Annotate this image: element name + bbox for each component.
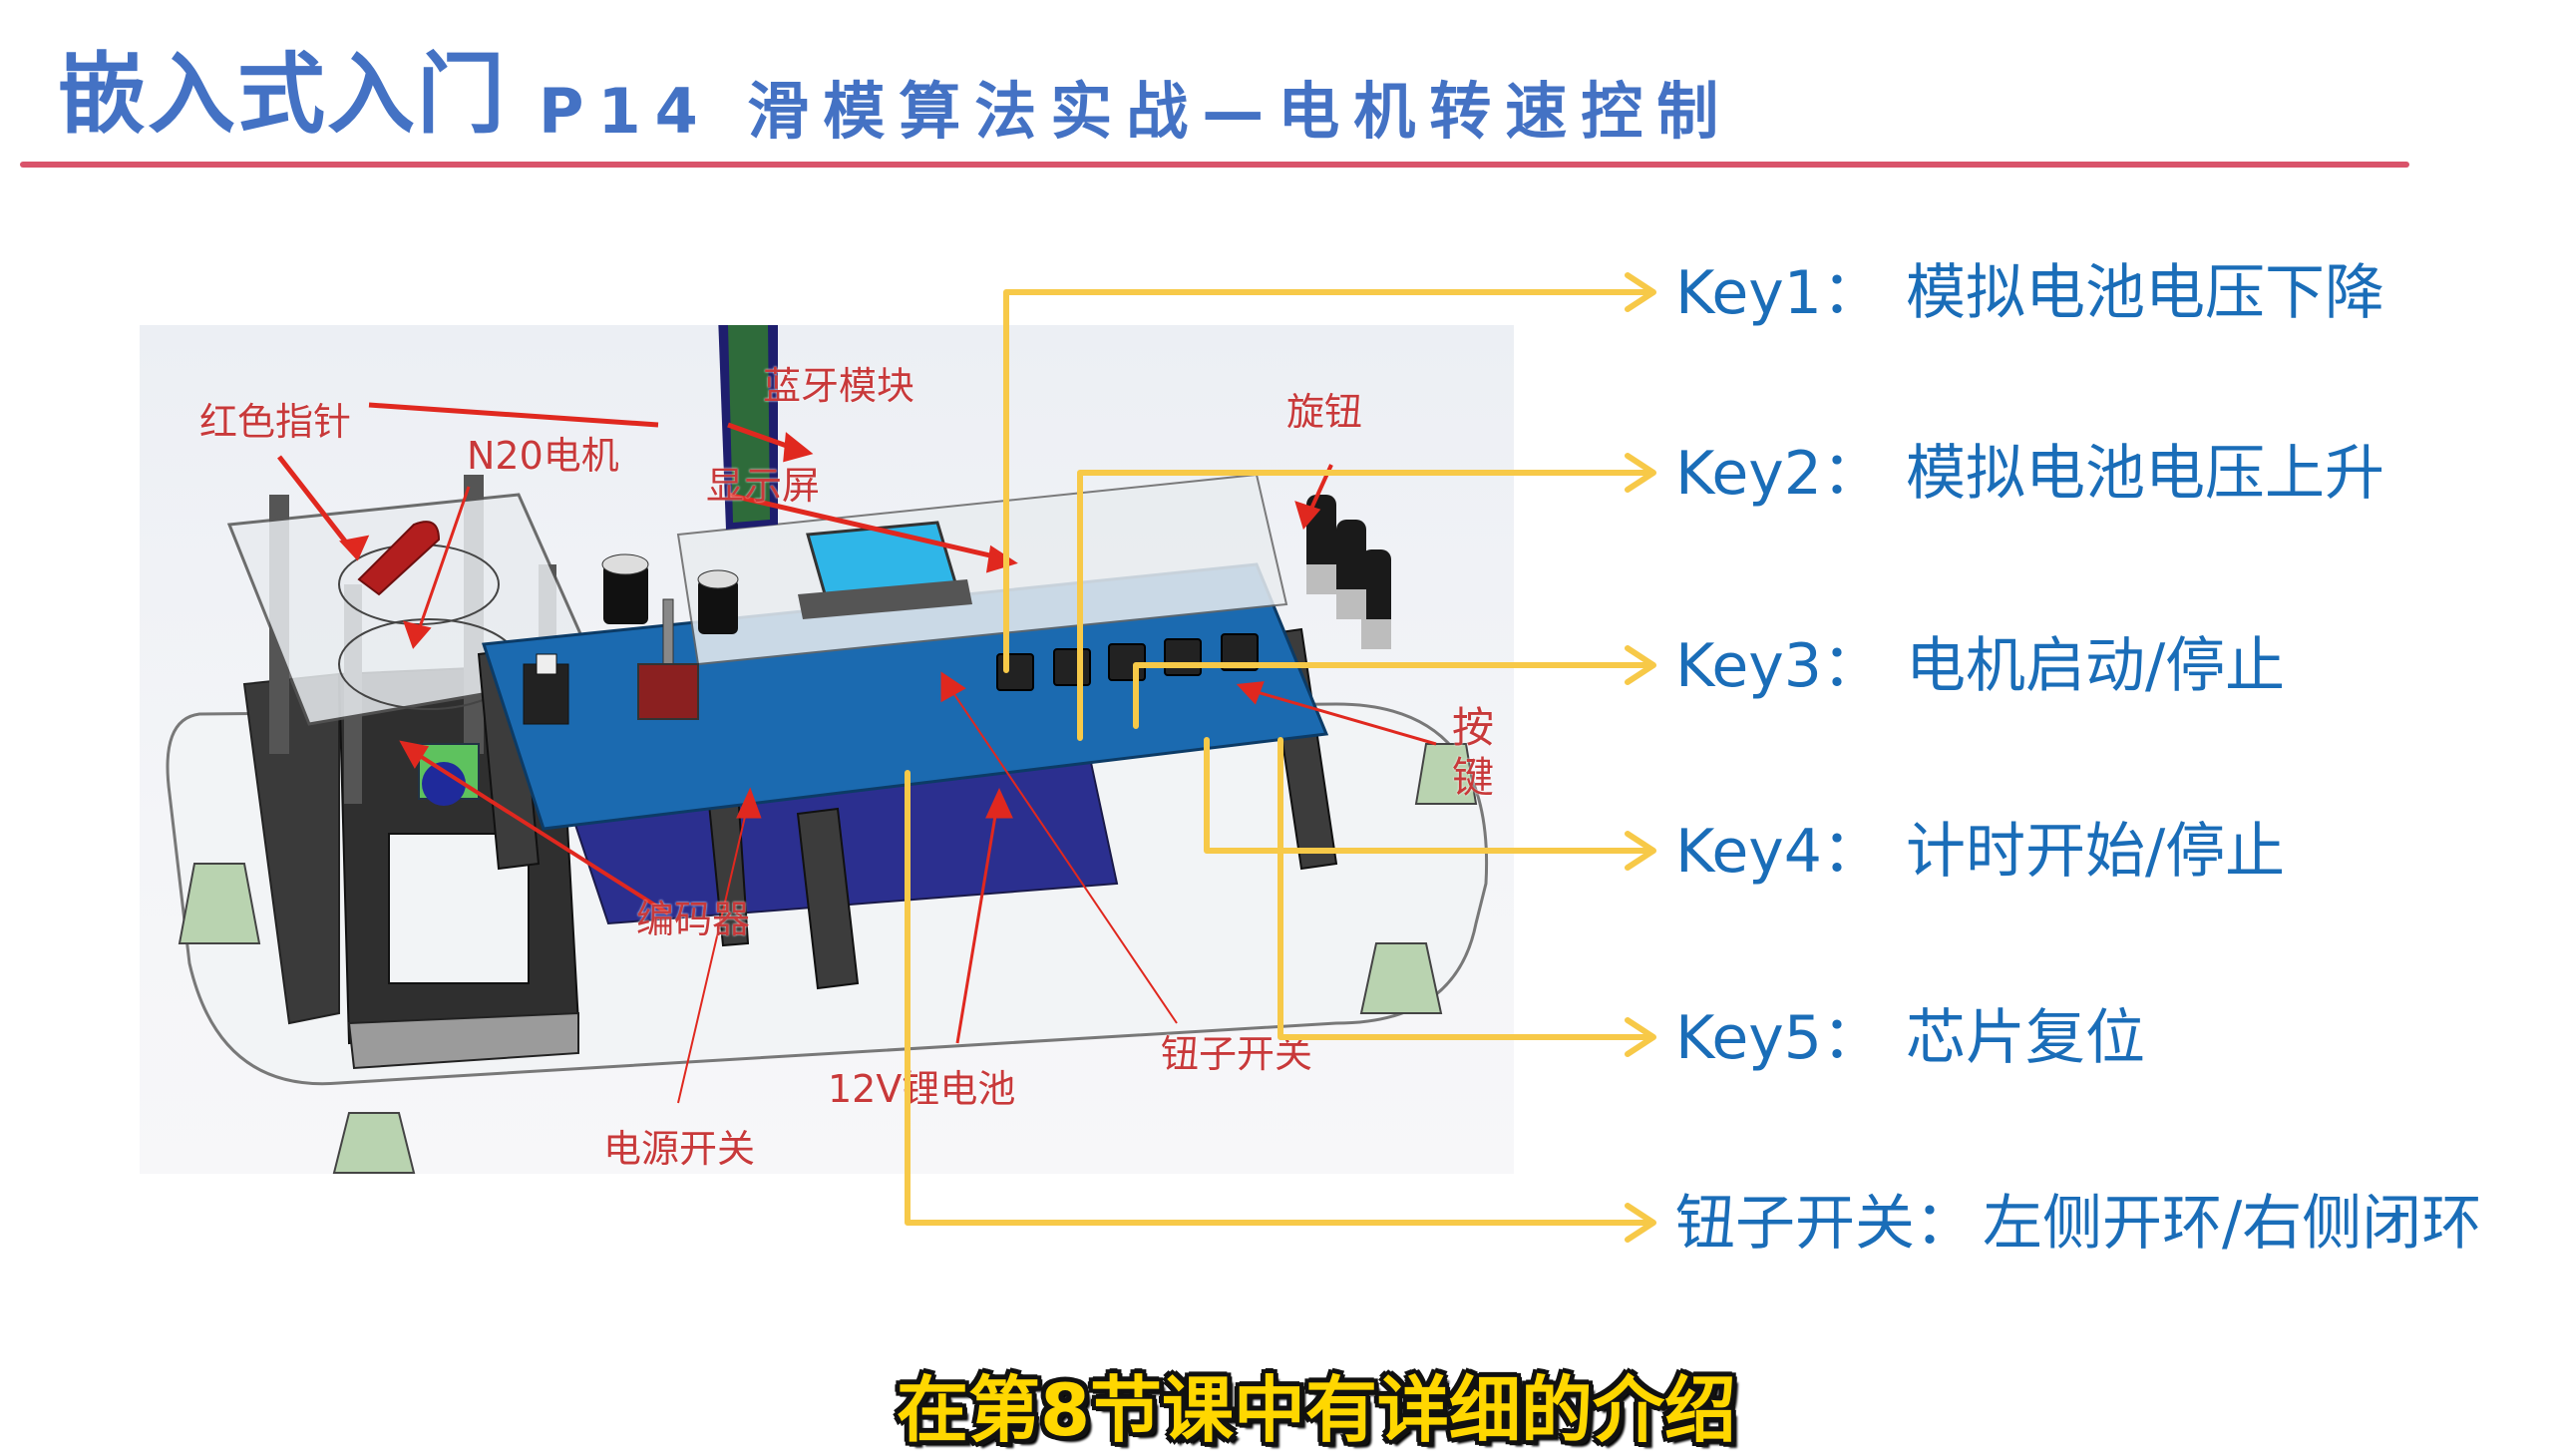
label-red-pointer: 红色指针 bbox=[199, 400, 352, 444]
lesson-title: P14 滑模算法实战—电机转速控制 bbox=[539, 75, 1733, 148]
toggle-switch-name: 钮子开关： bbox=[1675, 1189, 1975, 1259]
label-display: 显示屏 bbox=[706, 464, 821, 508]
key1-desc: 模拟电池电压下降 bbox=[1905, 258, 2384, 328]
video-subtitle: 在第8节课中有详细的介绍 bbox=[896, 1368, 1737, 1452]
toggle-switch-desc: 左侧开环/右侧闭环 bbox=[1983, 1189, 2482, 1259]
label-buttons-bottom: 键 bbox=[1452, 753, 1495, 802]
label-battery: 12V锂电池 bbox=[828, 1067, 1016, 1111]
label-encoder: 编码器 bbox=[636, 898, 751, 941]
title-divider bbox=[20, 162, 2409, 168]
key1-description: Key1： 模拟电池电压下降 bbox=[1675, 255, 2384, 331]
label-power-switch: 电源开关 bbox=[603, 1127, 756, 1171]
key5-name: Key5： bbox=[1675, 1003, 1882, 1073]
course-title: 嵌入式入门 bbox=[58, 43, 508, 146]
key5-description: Key5： 芯片复位 bbox=[1675, 1000, 2145, 1076]
key1-name: Key1： bbox=[1675, 258, 1882, 328]
key2-desc: 模拟电池电压上升 bbox=[1905, 439, 2384, 509]
key3-description: Key3： 电机启动/停止 bbox=[1675, 628, 2285, 704]
key4-name: Key4： bbox=[1675, 817, 1882, 887]
label-n20-motor: N20电机 bbox=[467, 434, 619, 478]
key2-description: Key2： 模拟电池电压上升 bbox=[1675, 436, 2384, 512]
toggle-switch-description: 钮子开关：左侧开环/右侧闭环 bbox=[1675, 1186, 2481, 1262]
label-knob: 旋钮 bbox=[1286, 390, 1363, 434]
key2-name: Key2： bbox=[1675, 439, 1882, 509]
key3-name: Key3： bbox=[1675, 631, 1882, 701]
key4-description: Key4： 计时开始/停止 bbox=[1675, 814, 2285, 890]
apparatus-image: 红色指针 N20电机 蓝牙模块 显示屏 旋钮 按 键 编码器 钮子开关 12V锂… bbox=[140, 325, 1514, 1174]
label-toggle-switch: 钮子开关 bbox=[1161, 1032, 1313, 1076]
key4-desc: 计时开始/停止 bbox=[1905, 817, 2286, 887]
key5-desc: 芯片复位 bbox=[1905, 1003, 2145, 1073]
label-bluetooth-module: 蓝牙模块 bbox=[763, 364, 915, 408]
key3-desc: 电机启动/停止 bbox=[1905, 631, 2286, 701]
